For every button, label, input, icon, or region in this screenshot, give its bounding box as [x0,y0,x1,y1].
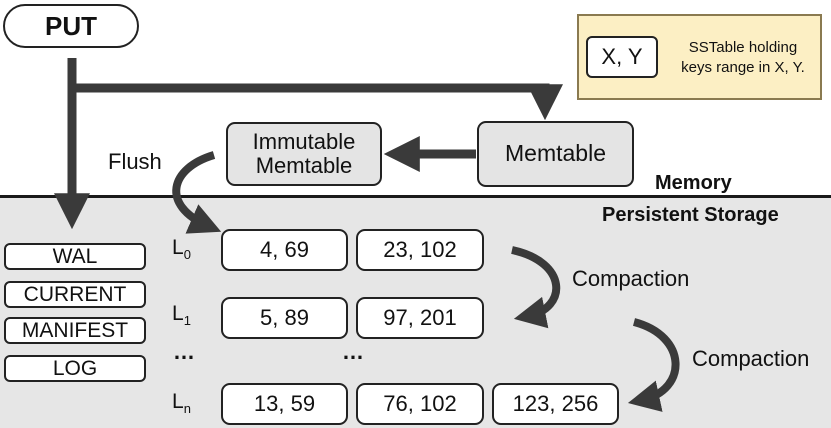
persistent-storage-label: Persistent Storage [602,204,779,226]
put-label: PUT [45,10,97,41]
put-to-memtable-arrow [72,83,563,121]
sstable-l1-1: 5, 89 [221,297,348,339]
sstable-ln-2: 76, 102 [356,383,484,425]
legend-line-2: keys range in X, Y. [681,59,805,76]
sstable-l0-2: 23, 102 [356,229,484,271]
flush-label: Flush [108,149,162,174]
legend-description: SSTable holding keys range in X, Y. [667,38,819,78]
sstable-ln-3: 123, 256 [492,383,619,425]
level-0-label: L0 [172,236,191,262]
sstable-ln-1: 13, 59 [221,383,348,425]
sstable-l1-2: 97, 201 [356,297,484,339]
compaction-label-2: Compaction [692,346,810,371]
file-wal-label: WAL [52,244,98,268]
file-ellipsis: … [173,339,196,364]
file-current-label: CURRENT [23,282,127,306]
immutable-memtable: Immutable Memtable [226,122,382,186]
memtable: Memtable [477,121,634,187]
memtable-label: Memtable [505,140,606,167]
file-current: CURRENT [4,281,146,308]
memory-storage-divider [0,195,831,198]
put-operation: PUT [3,4,139,48]
memory-region-label: Memory [655,172,732,194]
file-manifest: MANIFEST [4,317,146,344]
legend-sstable-sample: X, Y [586,36,658,78]
level-1-label: L1 [172,302,191,328]
immutable-memtable-line-1: Immutable [252,128,356,154]
file-log-label: LOG [52,356,98,380]
legend-key-label: X, Y [601,44,643,69]
level-ellipsis: … [342,339,365,364]
file-wal: WAL [4,243,146,270]
compaction-label-1: Compaction [572,266,690,291]
level-n-label: Ln [172,390,191,416]
file-log: LOG [4,355,146,382]
legend-line-1: SSTable holding [688,39,798,56]
legend-box: X, Y SSTable holding keys range in X, Y. [577,14,822,100]
sstable-l0-1: 4, 69 [221,229,348,271]
file-manifest-label: MANIFEST [21,318,129,342]
immutable-memtable-line-2: Memtable [255,153,353,178]
